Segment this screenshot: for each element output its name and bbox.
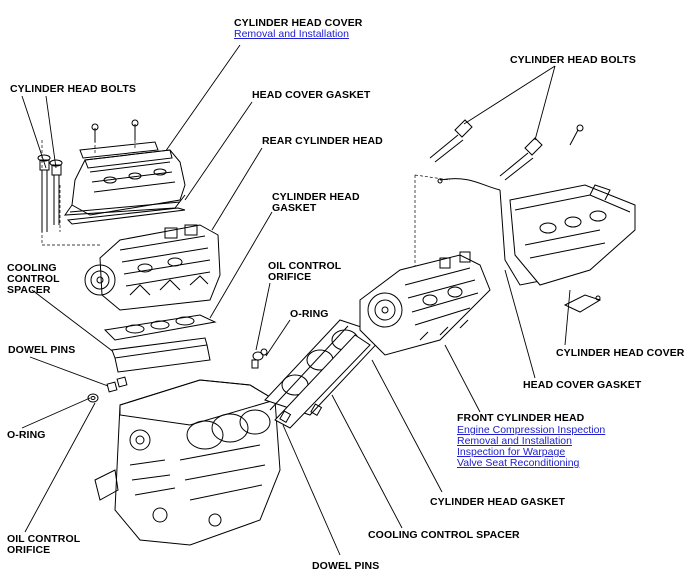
label-left-oil-orifice-line1: OIL CONTROL <box>7 533 81 545</box>
front-cooling-spacer-art <box>274 334 371 429</box>
link-cover-removal-installation[interactable]: Removal and Installation <box>234 28 349 40</box>
label-mid-oil-orifice-line1: OIL CONTROL <box>268 260 342 272</box>
label-front-head-cover: CYLINDER HEAD COVER <box>556 347 685 359</box>
label-front-head-cover-gasket: HEAD COVER GASKET <box>523 379 642 391</box>
label-left-cooling-spacer: COOLING CONTROL SPACER <box>7 263 60 296</box>
left-cooling-spacer-art <box>111 337 211 373</box>
left-dowels-art <box>87 376 128 403</box>
label-rear-cylinder-head: REAR CYLINDER HEAD <box>262 135 383 147</box>
link-front-removal-installation[interactable]: Removal and Installation <box>457 435 572 447</box>
label-mid-oil-orifice-line2: ORIFICE <box>268 271 312 283</box>
leader-lines <box>21 44 571 556</box>
label-rear-head-gasket: CYLINDER HEAD GASKET <box>272 192 360 214</box>
rear-cylinder-head-art <box>84 224 221 311</box>
label-front-head-gasket: CYLINDER HEAD GASKET <box>430 496 566 508</box>
rear-head-bolts-art <box>37 154 63 232</box>
label-rear-head-cover: CYLINDER HEAD COVER <box>234 17 363 29</box>
label-left-dowel-pins: DOWEL PINS <box>8 344 76 356</box>
label-left-cooling-spacer-line3: SPACER <box>7 284 51 296</box>
label-front-cooling-spacer: COOLING CONTROL SPACER <box>368 529 520 541</box>
front-cylinder-head-art <box>359 251 491 356</box>
label-rear-head-gasket-line1: CYLINDER HEAD <box>272 191 360 203</box>
label-rear-head-bolts: CYLINDER HEAD BOLTS <box>10 83 136 95</box>
rear-head-cover-art <box>63 119 186 225</box>
front-head-bolts-art <box>429 119 584 181</box>
engine-block-art <box>94 379 281 546</box>
link-inspection-warpage[interactable]: Inspection for Warpage <box>457 446 566 458</box>
label-left-cooling-spacer-line1: COOLING <box>7 262 57 274</box>
front-head-cover-art <box>437 178 636 313</box>
label-mid-oring: O-RING <box>290 308 329 320</box>
label-front-head-bolts: CYLINDER HEAD BOLTS <box>510 54 636 66</box>
label-rear-head-cover-gasket: HEAD COVER GASKET <box>252 89 371 101</box>
label-left-oil-orifice-line2: ORIFICE <box>7 544 51 556</box>
label-front-cylinder-head: FRONT CYLINDER HEAD <box>457 412 585 424</box>
label-left-oil-orifice: OIL CONTROL ORIFICE <box>7 534 80 556</box>
label-left-cooling-spacer-line2: CONTROL <box>7 273 60 285</box>
mid-oring-art <box>251 348 268 369</box>
front-dowels-art <box>279 403 323 424</box>
link-valve-seat-reconditioning[interactable]: Valve Seat Reconditioning <box>457 457 580 469</box>
rear-head-gasket-art <box>103 314 217 341</box>
label-rear-head-gasket-line2: GASKET <box>272 202 317 214</box>
label-mid-oil-orifice: OIL CONTROL ORIFICE <box>268 261 341 283</box>
label-left-oring: O-RING <box>7 429 46 441</box>
link-engine-compression-inspection[interactable]: Engine Compression Inspection <box>457 424 606 436</box>
label-front-dowel-pins: DOWEL PINS <box>312 560 380 572</box>
